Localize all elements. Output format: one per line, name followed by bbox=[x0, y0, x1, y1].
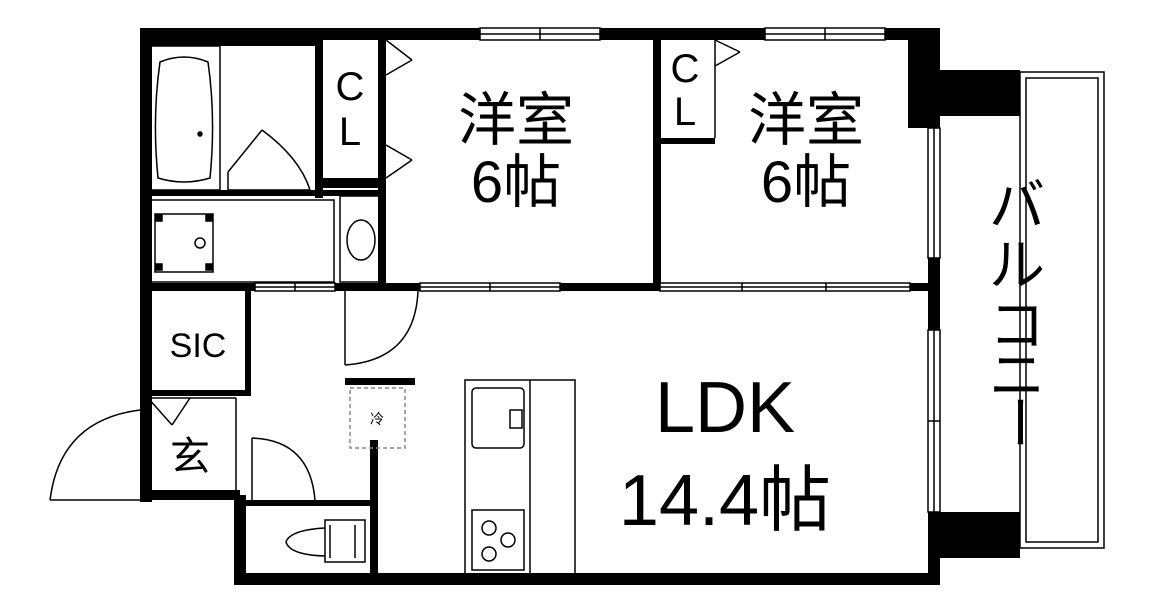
entrance-door bbox=[49, 397, 237, 501]
bedroom-left-size: 6帖 bbox=[471, 150, 561, 215]
bathtub-icon bbox=[147, 45, 221, 191]
bath-door bbox=[227, 129, 311, 191]
closet-right-l: L bbox=[674, 90, 696, 134]
kitchen-counter bbox=[464, 379, 576, 576]
balcony-char: コ bbox=[989, 294, 1045, 357]
toilet-room-door bbox=[251, 437, 316, 501]
vanity-sink-icon bbox=[339, 195, 383, 283]
outer-walls bbox=[140, 28, 1020, 585]
fridge-label: 冷 bbox=[370, 411, 384, 427]
ldk-size: 14.4帖 bbox=[619, 461, 831, 541]
hall-door bbox=[344, 290, 419, 366]
closet-right bbox=[714, 39, 741, 138]
sic-label: SIC bbox=[170, 327, 227, 365]
bedroom-left-name: 洋室 bbox=[458, 88, 574, 153]
balcony-outline bbox=[1019, 71, 1105, 549]
balcony-char: ル bbox=[989, 234, 1045, 297]
closet-left-c: C bbox=[336, 65, 365, 109]
ldk-name: LDK bbox=[655, 368, 795, 448]
top-windows bbox=[479, 27, 886, 41]
closet-left-l: L bbox=[339, 110, 361, 154]
right-windows bbox=[927, 127, 941, 513]
closet-left bbox=[385, 39, 413, 179]
bedroom-right-size: 6帖 bbox=[761, 150, 851, 215]
fridge-space bbox=[349, 387, 406, 449]
washing-machine-icon bbox=[147, 199, 335, 283]
balcony-label: バ ル コ ニ ー bbox=[987, 174, 1050, 450]
toilet-icon bbox=[285, 519, 366, 563]
entrance-label: 玄 bbox=[170, 435, 210, 479]
balcony-char: ニ bbox=[989, 344, 1045, 407]
balcony-char: バ bbox=[989, 174, 1045, 237]
balcony-char: ー bbox=[987, 394, 1050, 450]
closet-right-c: C bbox=[671, 47, 700, 91]
sliding-doors bbox=[254, 282, 911, 292]
bedroom-right-name: 洋室 bbox=[748, 88, 864, 153]
